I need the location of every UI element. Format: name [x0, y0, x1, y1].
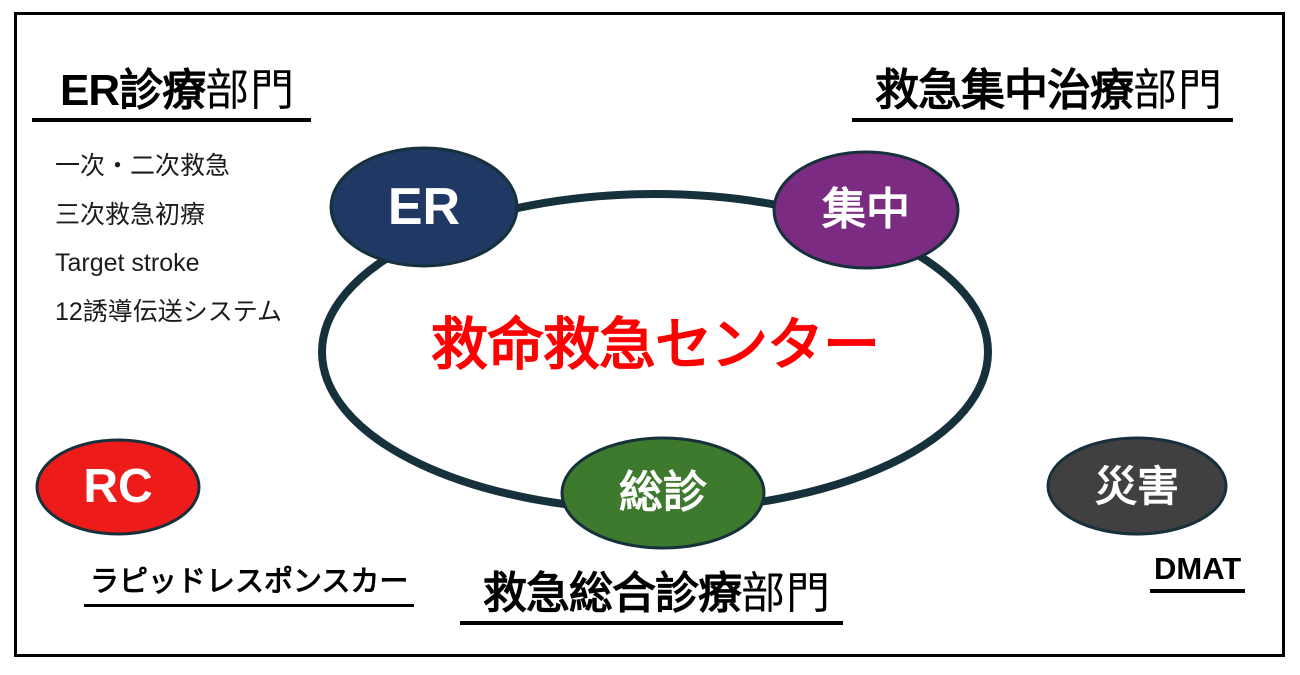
center-title: 救命救急センター	[431, 313, 880, 377]
intensive-care-heading-light: 部門	[1133, 66, 1223, 115]
disaster-node-label: 災害	[1094, 463, 1179, 510]
er-feature-item: 三次救急初療	[55, 200, 206, 229]
dmat-caption: DMAT	[1150, 551, 1246, 593]
er-department-heading: ER診療部門	[32, 66, 312, 122]
general-medicine-heading-bold: 救急総合診療	[483, 569, 742, 618]
general-medicine-node-label: 総診	[619, 468, 707, 517]
rapid-response-car-node-label: RC	[83, 460, 153, 513]
slide-border	[14, 12, 1285, 657]
intensive-care-department-heading: 救急集中治療部門	[852, 68, 1233, 122]
node-ellipse-rapid-response-car	[35, 438, 201, 536]
node-ellipse-intensive-care	[772, 150, 960, 270]
er-feature-item: Target stroke	[55, 249, 200, 277]
node-ellipse-er	[329, 146, 519, 268]
general-medicine-department-heading: 救急総合診療部門	[460, 571, 843, 625]
er-department-heading-bold: ER診療	[60, 66, 206, 115]
node-ellipse-general-medicine	[560, 436, 766, 550]
er-node-label: ER	[387, 178, 461, 236]
er-feature-list: 一次・二次救急 三次救急初療 Target stroke 12誘導伝送システム	[55, 142, 282, 336]
rapid-response-car-caption: ラピッドレスポンスカー	[84, 558, 415, 607]
intensive-care-node-label: 集中	[822, 185, 910, 234]
intensive-care-heading-bold: 救急集中治療	[875, 66, 1134, 115]
node-ellipse-disaster	[1046, 436, 1228, 536]
er-feature-item: 一次・二次救急	[55, 152, 231, 180]
er-department-heading-light: 部門	[205, 66, 296, 115]
general-medicine-heading-light: 部門	[741, 569, 831, 618]
er-feature-item: 12誘導伝送システム	[55, 297, 283, 326]
